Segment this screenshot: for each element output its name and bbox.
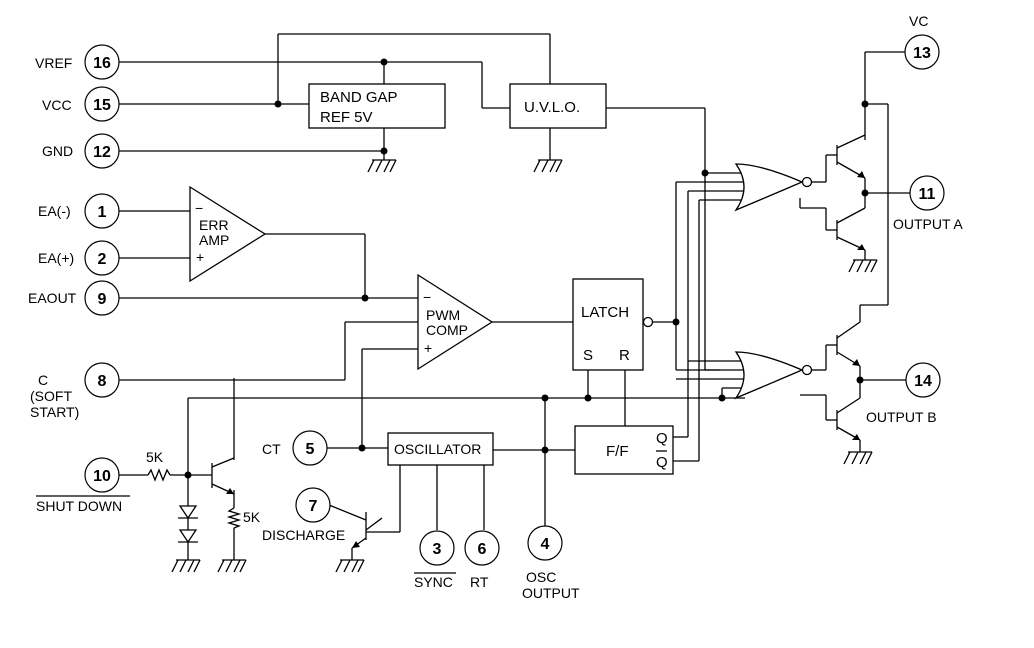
pin-8-number: 8 [98,373,107,390]
pin-6-number: 6 [478,541,487,558]
pin-4: 4 OSC OUTPUT [522,525,580,601]
pwm-comp: − PWM COMP + [417,273,494,371]
ff-qbar-label: Q [656,454,668,471]
pin-12: GND 12 [42,133,120,169]
pin-9-label: EAOUT [28,290,77,306]
bandgap-block: BAND GAP REF 5V [308,83,446,129]
pin-15-number: 15 [93,97,111,114]
pin-1-label: EA(-) [38,203,71,219]
err-amp-label-2: AMP [199,232,229,248]
ground-symbols [171,159,878,573]
pin-3-label: SYNC [414,574,453,590]
pin-16: VREF 16 [35,44,120,80]
shutdown-transistor [211,457,235,495]
pin-12-label: GND [42,143,73,159]
pin-8: C (SOFT START) 8 [30,362,120,420]
pin-11-label: OUTPUT A [893,216,963,232]
pin-2-label: EA(+) [38,250,74,266]
ff-label: F/F [606,443,629,460]
ground-icon [217,559,247,573]
err-minus-sign: − [195,200,203,216]
pin-10-number: 10 [93,468,111,485]
pin-11: 11 OUTPUT A [893,175,963,232]
uvlo-label: U.V.L.O. [524,99,580,116]
pin-3: 3 SYNC [414,530,456,590]
latch-label: LATCH [581,304,629,321]
latch-r-label: R [619,347,630,364]
ground-icon [171,559,201,573]
pin-14: 14 OUTPUT B [866,362,941,425]
ground-icon [533,159,563,173]
ff-q-label: Q [656,430,668,447]
pin-7-label: DISCHARGE [262,527,345,543]
pin-4-number: 4 [541,536,550,553]
resistor-5k-series-label: 5K [146,449,164,465]
pin-8-label-3: START) [30,404,79,420]
pin-7-number: 7 [309,498,318,515]
pin-10-label: SHUT DOWN [36,498,122,514]
ground-icon [335,548,365,573]
bandgap-label-2: REF 5V [320,109,373,126]
nor-gate-lower [734,351,813,400]
err-amp-label-1: ERR [199,217,229,233]
pin-2: EA(+) 2 [38,240,120,276]
discharge-transistor [351,512,390,549]
pin-13-label: VC [909,13,928,29]
pin-12-number: 12 [93,144,111,161]
pwm-comp-label-2: COMP [426,322,468,338]
pwm-minus-sign: − [423,289,431,305]
output-b-transistors [826,321,861,452]
output-a-transistors [826,134,866,260]
pin-16-number: 16 [93,55,111,72]
pin-9: EAOUT 9 [28,280,120,316]
pin-11-number: 11 [919,186,936,203]
pin-4-label-1: OSC [526,569,556,585]
pin-9-number: 9 [98,291,107,308]
pin-8-label-1: C [38,372,48,388]
ground-icon [843,451,873,465]
pin-8-label-2: (SOFT [30,388,72,404]
pin-1-number: 1 [98,204,107,221]
resistor-5k-emitter: 5K [226,507,261,529]
pin-14-number: 14 [914,373,932,390]
err-plus-sign: + [196,249,204,265]
pin-5: CT 5 [262,430,328,466]
pin-6-label: RT [470,574,489,590]
pin-1: EA(-) 1 [38,193,120,229]
pin-5-label: CT [262,441,281,457]
err-amp: − ERR AMP + [189,185,267,283]
pin-15-label: VCC [42,97,72,113]
pwm-comp-label-1: PWM [426,307,460,323]
pin-13-number: 13 [913,45,931,62]
pin-13: VC 13 [904,13,940,70]
pin-15: VCC 15 [42,86,120,122]
pin-14-label: OUTPUT B [866,409,937,425]
pin-16-label: VREF [35,55,72,71]
latch-block: LATCH S R [572,278,654,371]
junction-dots [184,58,869,479]
resistor-5k-emitter-label: 5K [243,509,261,525]
pin-7: 7 DISCHARGE [262,487,345,543]
latch-s-label: S [583,347,593,364]
pin-10: 10 SHUT DOWN [36,457,130,514]
nor-gate-upper [734,163,813,212]
oscillator-block: OSCILLATOR [387,432,494,466]
flipflop-block: F/F Q Q [574,425,674,475]
pwm-plus-sign: + [424,340,432,356]
pin-6: 6 RT [464,530,500,590]
oscillator-label: OSCILLATOR [394,441,481,457]
bandgap-label-1: BAND GAP [320,89,398,106]
uvlo-block: U.V.L.O. [509,83,607,129]
pin-2-number: 2 [98,251,107,268]
pin-5-number: 5 [306,441,315,458]
zener-diodes [178,505,198,544]
ground-icon [848,259,878,273]
pin-4-label-2: OUTPUT [522,585,580,601]
resistor-5k-series: 5K [146,449,171,482]
pin-3-number: 3 [433,541,442,558]
ground-icon [367,159,397,173]
